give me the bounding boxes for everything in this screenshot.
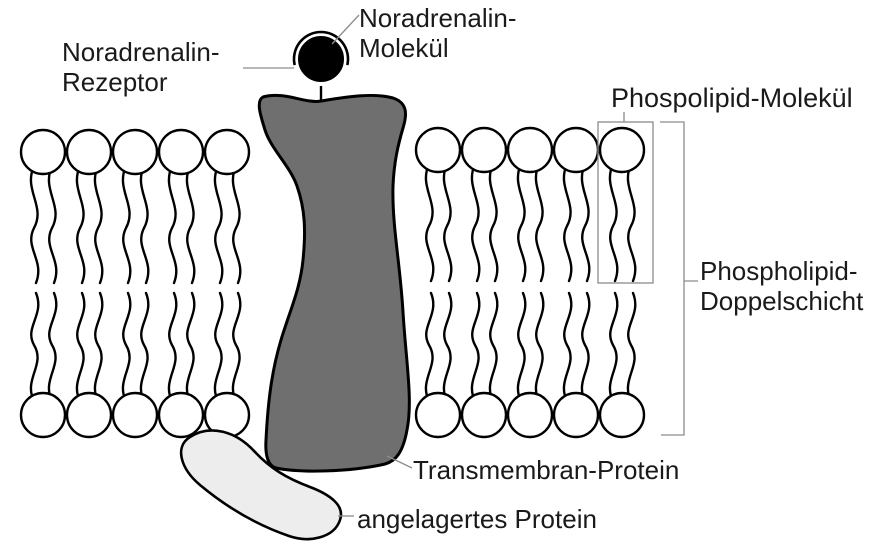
label-line: Phospholipid- [700, 256, 858, 286]
label-transmembran-protein: Transmembran-Protein [413, 455, 680, 485]
noradrenalin-receptor-cup [292, 30, 350, 66]
label-angelagertes-protein: angelagertes Protein [357, 504, 597, 534]
label-noradrenalin-rezeptor: Noradrenalin- Rezeptor [62, 37, 220, 97]
label-line: Rezeptor [62, 67, 168, 97]
noradrenalin-molecule-shape [298, 36, 344, 82]
label-line: Noradrenalin- [359, 3, 517, 33]
bilayer-bracket [660, 121, 698, 436]
phospholipid [65, 291, 113, 439]
phospholipid [598, 126, 646, 283]
label-noradrenalin-molekuel: Noradrenalin- Molekül [359, 3, 517, 63]
phospholipid [111, 128, 159, 285]
membrane-right-outer-leaflet [414, 126, 646, 283]
phospholipid [19, 128, 67, 285]
phospholipid [414, 126, 462, 283]
phospholipid [552, 291, 600, 439]
transmembrane-protein-leader-line [386, 455, 413, 469]
phospholipid [203, 291, 251, 439]
phospholipid [460, 126, 508, 283]
phospholipid [506, 291, 554, 439]
attached-protein-shape [179, 429, 343, 541]
molecule-leader-line [331, 14, 360, 45]
label-line: Molekül [359, 33, 449, 63]
phospholipid [157, 128, 205, 285]
phospholipid [460, 291, 508, 439]
phospholipid-molecule-box [597, 121, 654, 284]
phospholipid [19, 291, 67, 439]
label-line: Doppelschicht [700, 286, 864, 316]
phospholipid [157, 291, 205, 439]
membrane-left-outer-leaflet [19, 128, 251, 285]
phospholipid [203, 128, 251, 285]
phospholipid [65, 128, 113, 285]
phospholipid [111, 291, 159, 439]
membrane-right-inner-leaflet [414, 291, 646, 439]
label-line: Noradrenalin- [62, 37, 220, 67]
label-phospholipid-doppelschicht: Phospholipid- Doppelschicht [700, 256, 863, 316]
phospholipid [552, 126, 600, 283]
transmembrane-protein-shape [257, 93, 411, 473]
membrane-left-inner-leaflet [19, 291, 251, 439]
label-phospholipid-molekuel: Phospolipid-Molekül [611, 83, 853, 113]
phospholipid [506, 126, 554, 283]
phospholipid [414, 291, 462, 439]
phospholipid [598, 291, 646, 439]
